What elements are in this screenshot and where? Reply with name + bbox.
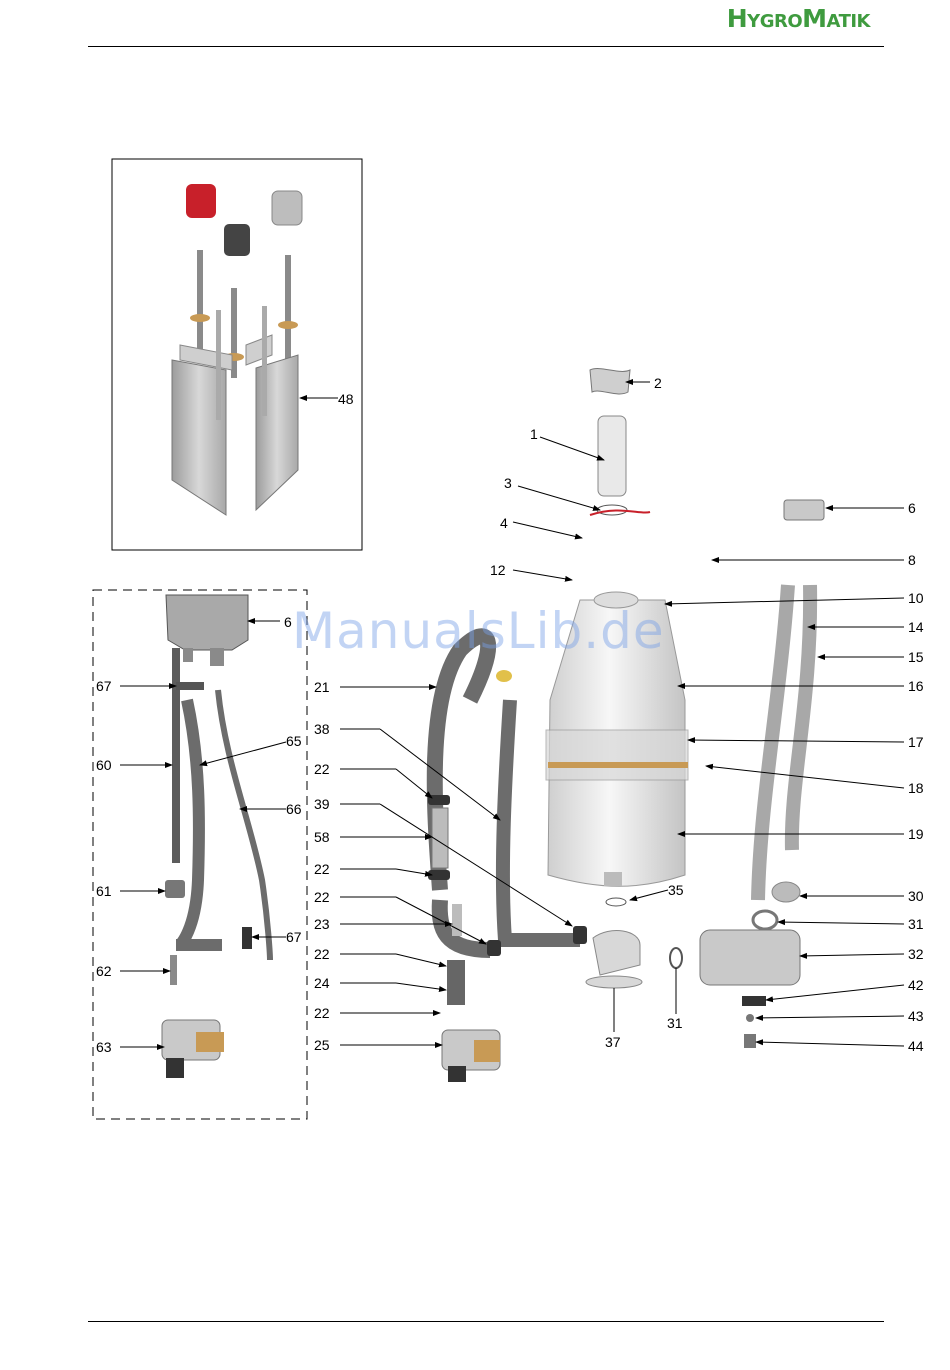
label-18: 18: [908, 780, 924, 796]
label-35: 35: [668, 882, 684, 898]
label-31b: 31: [667, 1015, 683, 1031]
label-67b: 67: [286, 929, 302, 945]
label-22b: 22: [314, 861, 330, 877]
label-58: 58: [314, 829, 330, 845]
label-24: 24: [314, 975, 330, 991]
label-65: 65: [286, 733, 302, 749]
label-3: 3: [504, 475, 512, 491]
label-60: 60: [96, 757, 112, 773]
label-44: 44: [908, 1038, 924, 1054]
electrode-cap-light: [272, 191, 302, 225]
label-14: 14: [908, 619, 924, 635]
left-optional-parts: [162, 595, 270, 1078]
label-4: 4: [500, 515, 508, 531]
label-63: 63: [96, 1039, 112, 1055]
watermark: ManualsLib.de: [292, 602, 665, 660]
label-37: 37: [605, 1034, 621, 1050]
label-19: 19: [908, 826, 924, 842]
label-22c: 22: [314, 889, 330, 905]
label-25: 25: [314, 1037, 330, 1053]
electrode-cap-red: [186, 184, 216, 218]
label-15: 15: [908, 649, 924, 665]
label-32: 32: [908, 946, 924, 962]
label-8: 8: [908, 552, 916, 568]
label-16: 16: [908, 678, 924, 694]
electrode-set-48: [172, 184, 302, 515]
label-61: 61: [96, 883, 112, 899]
label-21: 21: [314, 679, 330, 695]
label-62: 62: [96, 963, 112, 979]
label-2: 2: [654, 375, 662, 391]
label-17: 17: [908, 734, 924, 750]
electrode-cap-dark: [224, 224, 250, 256]
label-67: 67: [96, 678, 112, 694]
label-30: 30: [908, 888, 924, 904]
label-22d: 22: [314, 946, 330, 962]
label-6b: 6: [284, 614, 292, 630]
label-38: 38: [314, 721, 330, 737]
label-22a: 22: [314, 761, 330, 777]
label-22e: 22: [314, 1005, 330, 1021]
label-1: 1: [530, 426, 538, 442]
label-10: 10: [908, 590, 924, 606]
label-39: 39: [314, 796, 330, 812]
label-48: 48: [338, 391, 354, 407]
label-23: 23: [314, 916, 330, 932]
label-6: 6: [908, 500, 916, 516]
label-66: 66: [286, 801, 302, 817]
label-42: 42: [908, 977, 924, 993]
label-31: 31: [908, 916, 924, 932]
label-43: 43: [908, 1008, 924, 1024]
label-12: 12: [490, 562, 506, 578]
